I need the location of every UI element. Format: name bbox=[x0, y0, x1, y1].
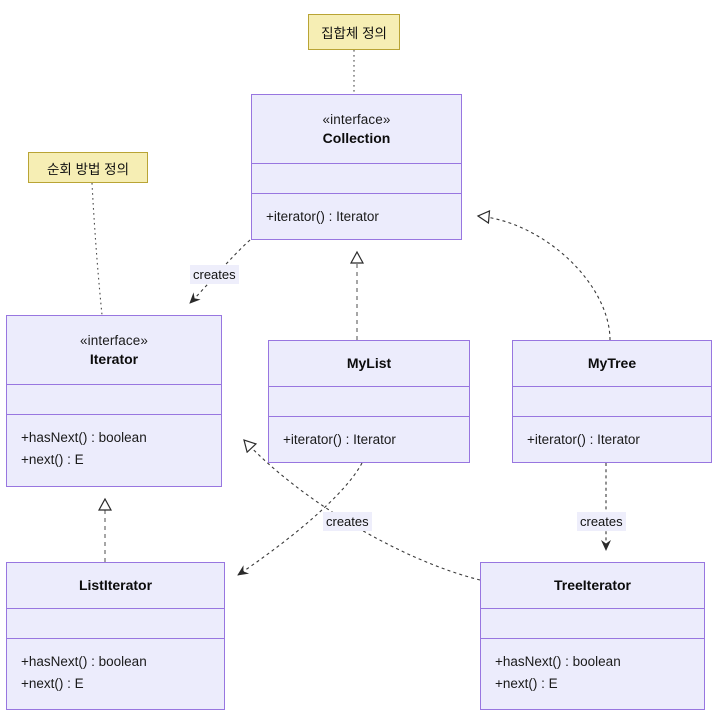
class-attributes-iterator bbox=[7, 385, 221, 415]
class-header-treeiterator: TreeIterator bbox=[481, 563, 704, 609]
operation-row: +hasNext() : boolean bbox=[21, 430, 147, 445]
operation-row: +next() : E bbox=[21, 676, 84, 691]
class-header-iterator: «interface» Iterator bbox=[7, 316, 221, 385]
operation-row: +next() : E bbox=[495, 676, 558, 691]
class-box-listiterator[interactable]: ListIterator +hasNext() : boolean +next(… bbox=[6, 562, 225, 710]
note-link-iterator bbox=[91, 182, 103, 316]
class-attributes-mytree bbox=[513, 387, 711, 417]
class-box-mylist[interactable]: MyList +iterator() : Iterator bbox=[268, 340, 470, 463]
class-header-listiterator: ListIterator bbox=[7, 563, 224, 609]
note-iterator-text: 순회 방법 정의 bbox=[46, 161, 130, 177]
class-box-treeiterator[interactable]: TreeIterator +hasNext() : boolean +next(… bbox=[480, 562, 705, 710]
operation-row: +next() : E bbox=[21, 452, 84, 467]
class-box-iterator[interactable]: «interface» Iterator +hasNext() : boolea… bbox=[6, 315, 222, 487]
class-operations-iterator: +hasNext() : boolean +next() : E bbox=[7, 415, 221, 486]
class-header-mytree: MyTree bbox=[513, 341, 711, 387]
class-name-mytree: MyTree bbox=[587, 355, 637, 371]
class-operations-treeiterator: +hasNext() : boolean +next() : E bbox=[481, 639, 704, 709]
edge-label-creates-collection-iterator: creates bbox=[190, 265, 239, 284]
class-operations-mytree: +iterator() : Iterator bbox=[513, 417, 711, 462]
operation-row: +iterator() : Iterator bbox=[266, 209, 379, 224]
class-name-iterator: Iterator bbox=[89, 350, 139, 367]
class-header-collection: «interface» Collection bbox=[252, 95, 461, 164]
class-attributes-listiterator bbox=[7, 609, 224, 639]
class-box-collection[interactable]: «interface» Collection +iterator() : Ite… bbox=[251, 94, 462, 240]
class-stereotype-iterator: «interface» bbox=[80, 332, 148, 348]
class-operations-collection: +iterator() : Iterator bbox=[252, 194, 461, 239]
note-collection-text: 집합체 정의 bbox=[321, 26, 387, 41]
edge-mytree-realizes-collection bbox=[478, 216, 611, 341]
operation-row: +hasNext() : boolean bbox=[21, 654, 147, 669]
operation-row: +iterator() : Iterator bbox=[283, 432, 396, 447]
edge-label-creates-mylist-listiterator: creates bbox=[323, 512, 372, 531]
class-operations-mylist: +iterator() : Iterator bbox=[269, 417, 469, 462]
class-name-collection: Collection bbox=[322, 129, 391, 146]
class-box-mytree[interactable]: MyTree +iterator() : Iterator bbox=[512, 340, 712, 463]
note-iterator: 순회 방법 정의 bbox=[28, 152, 148, 183]
class-attributes-mylist bbox=[269, 387, 469, 417]
class-name-mylist: MyList bbox=[346, 355, 392, 371]
class-stereotype-collection: «interface» bbox=[322, 111, 391, 127]
class-attributes-treeiterator bbox=[481, 609, 704, 639]
edge-label-creates-mytree-treeiterator: creates bbox=[577, 512, 626, 531]
class-operations-listiterator: +hasNext() : boolean +next() : E bbox=[7, 639, 224, 709]
class-header-mylist: MyList bbox=[269, 341, 469, 387]
note-collection: 집합체 정의 bbox=[308, 14, 400, 50]
class-name-treeiterator: TreeIterator bbox=[553, 577, 632, 593]
operation-row: +hasNext() : boolean bbox=[495, 654, 621, 669]
operation-row: +iterator() : Iterator bbox=[527, 432, 640, 447]
class-attributes-collection bbox=[252, 164, 461, 194]
class-name-listiterator: ListIterator bbox=[78, 577, 153, 593]
